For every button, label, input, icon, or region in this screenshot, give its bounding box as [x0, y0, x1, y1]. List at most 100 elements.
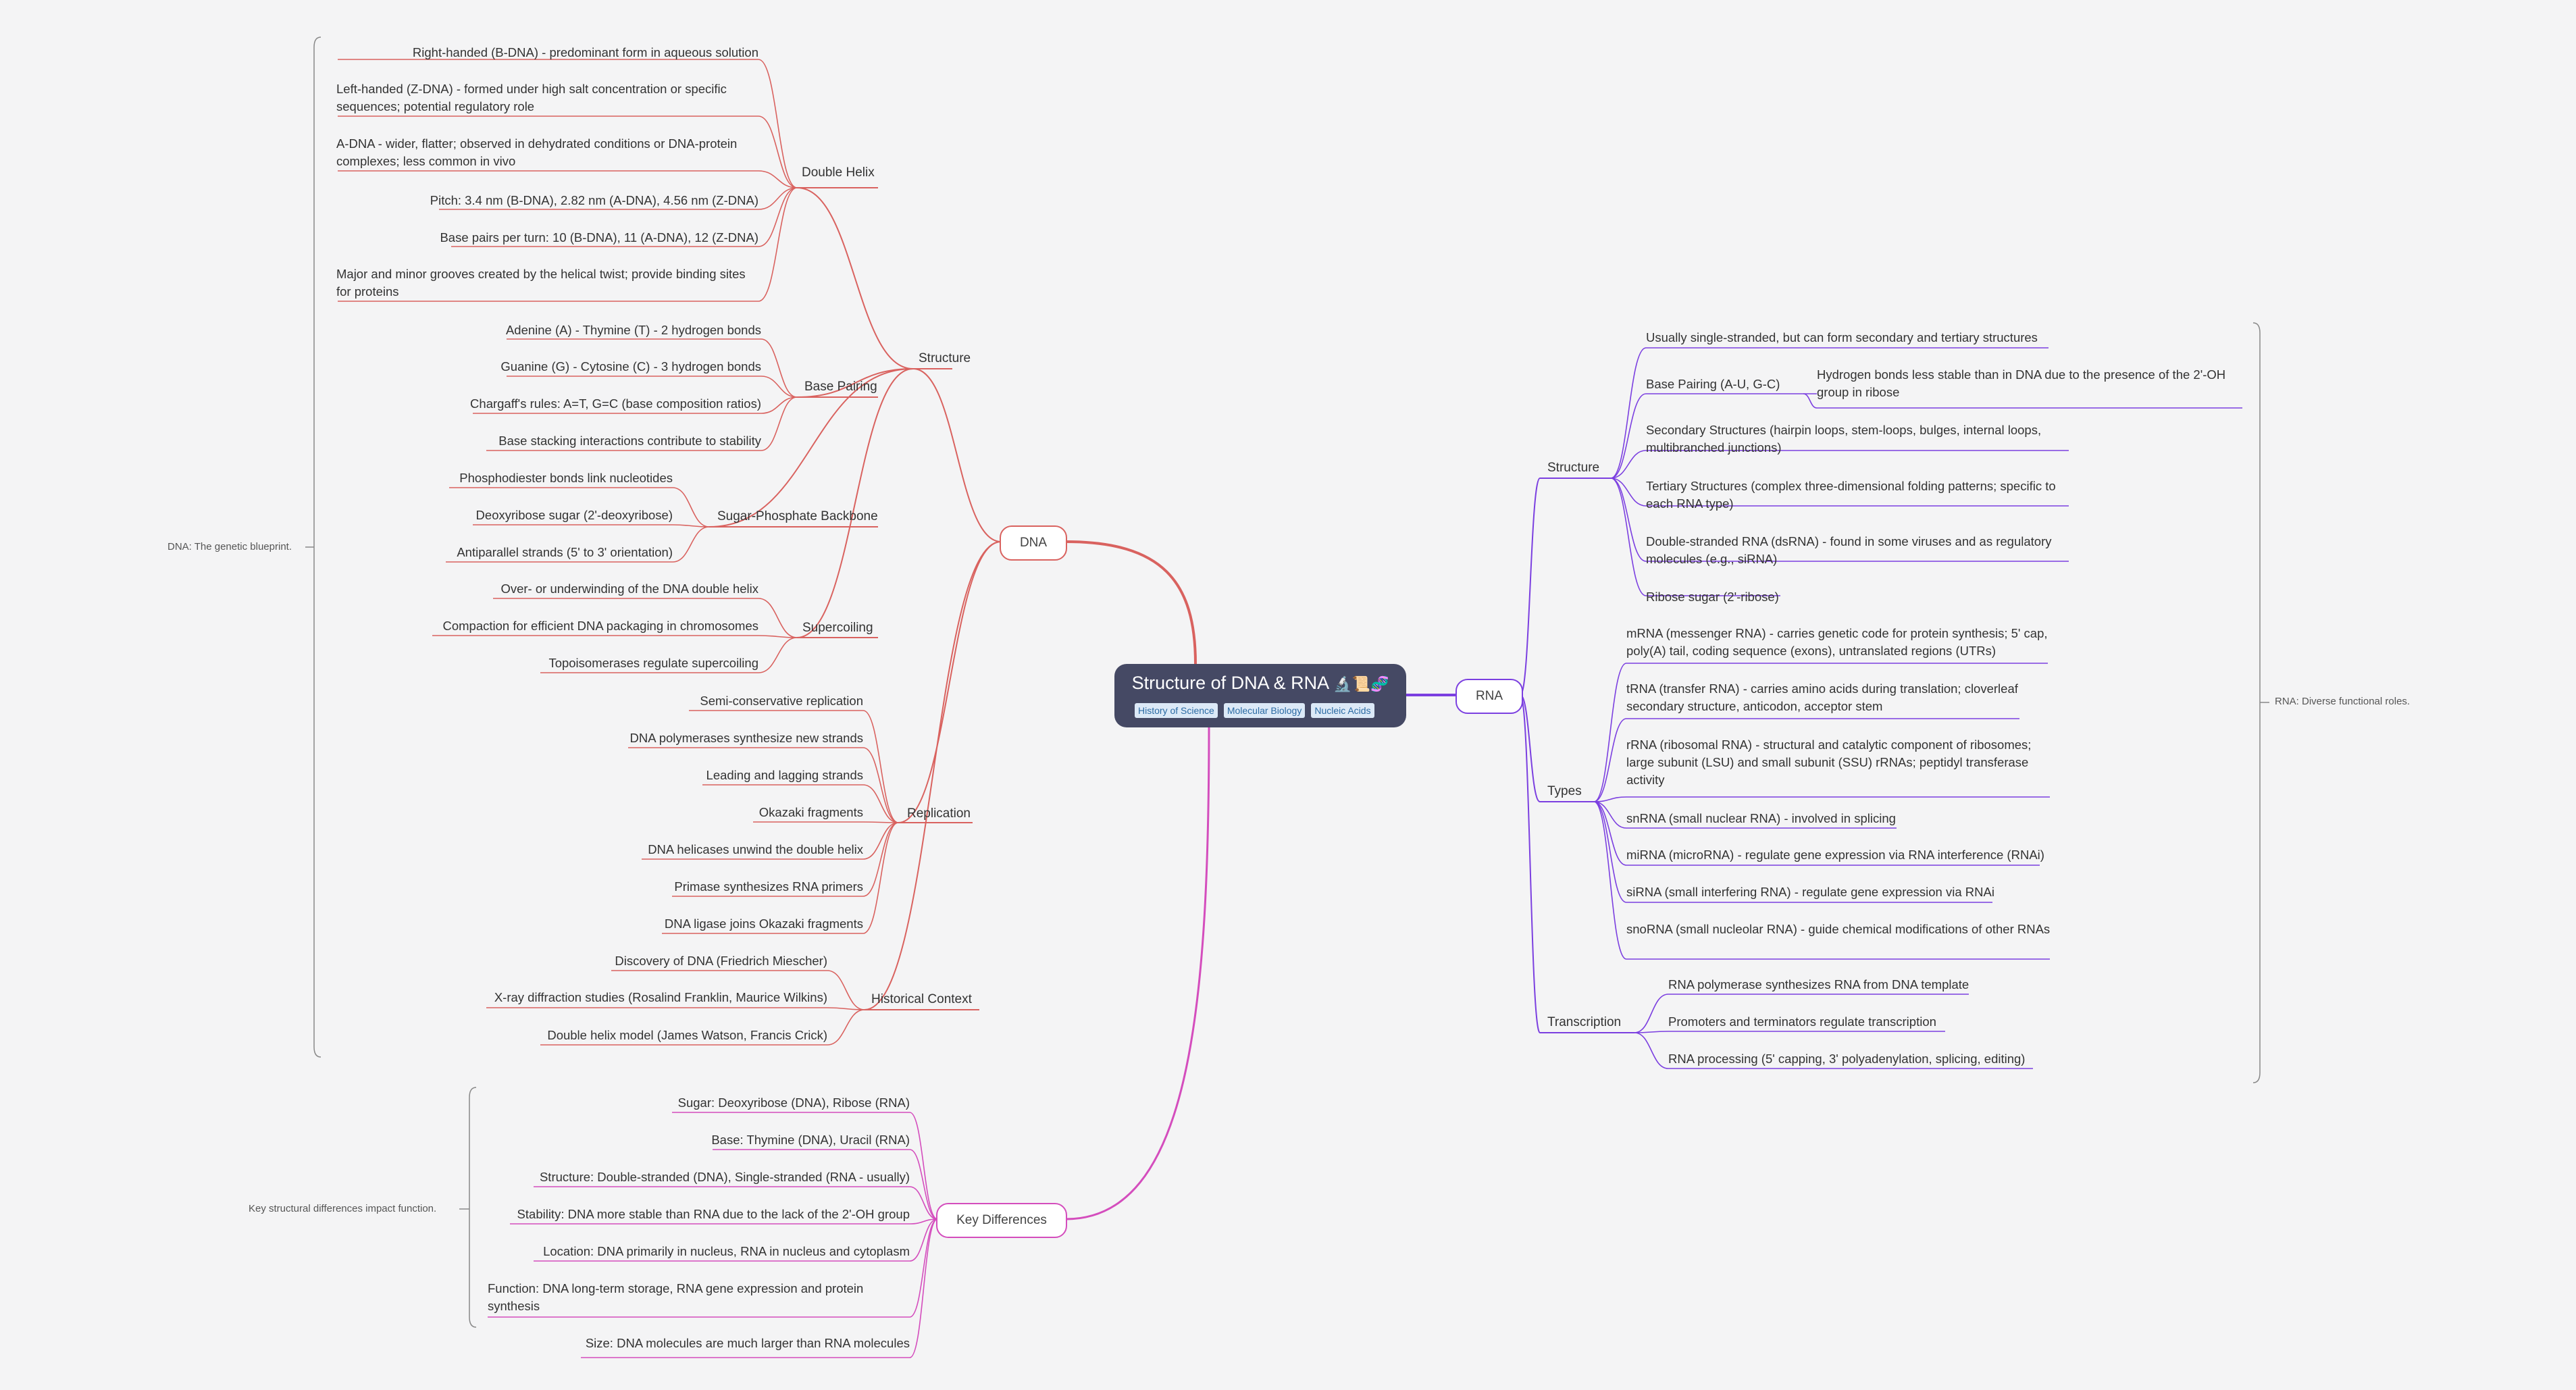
leaf-single-stranded[interactable]: Usually single-stranded, but can form se… — [1646, 330, 2038, 344]
leaf-base-pairs-per-turn[interactable]: Base pairs per turn: 10 (B-DNA), 11 (A-D… — [440, 230, 758, 244]
branch-rna-structure[interactable]: Structure — [1547, 461, 1600, 475]
connector-0 — [1065, 540, 1197, 665]
leaf-rna-hydrogen-bonds[interactable]: Hydrogen bonds less stable than in DNA d… — [1817, 367, 2226, 399]
branch-dna-structure[interactable]: Structure — [919, 351, 971, 365]
note-dna: DNA: The genetic blueprint. — [168, 541, 292, 552]
leaf-guanine-cytosine[interactable]: Guanine (G) - Cytosine (C) - 3 hydrogen … — [500, 359, 761, 374]
tag-molecular-biology[interactable]: Molecular Biology — [1223, 703, 1306, 718]
leaf-trna[interactable]: tRNA (transfer RNA) - carries amino acid… — [1626, 681, 2018, 713]
leaf-diff-structure[interactable]: Structure: Double-stranded (DNA), Single… — [539, 1170, 910, 1184]
leaf-chargaff[interactable]: Chargaff's rules: A=T, G=C (base composi… — [470, 396, 761, 411]
leaf-dna-polymerases[interactable]: DNA polymerases synthesize new strands — [629, 731, 863, 745]
leaf-diff-size[interactable]: Size: DNA molecules are much larger than… — [585, 1336, 910, 1350]
connector-49 — [862, 710, 899, 823]
leaf-antiparallel[interactable]: Antiparallel strands (5' to 3' orientati… — [457, 545, 673, 559]
connector-25 — [758, 187, 798, 247]
connector-85 — [1610, 478, 1647, 562]
connector-59 — [862, 822, 899, 897]
leaf-diff-sugar[interactable]: Sugar: Deoxyribose (DNA), Ribose (RNA) — [677, 1096, 910, 1110]
leaf-diff-stability[interactable]: Stability: DNA more stable than RNA due … — [517, 1207, 910, 1221]
leaf-secondary-structures[interactable]: Secondary Structures (hairpin loops, ste… — [1646, 423, 2042, 455]
note-rna: RNA: Diverse functional roles. — [2275, 696, 2411, 707]
connector-107 — [1634, 1031, 1669, 1033]
branch-supercoiling[interactable]: Supercoiling — [802, 621, 873, 635]
branch-replication[interactable]: Replication — [907, 806, 971, 821]
connector-113 — [909, 1112, 938, 1220]
connector-111 — [2252, 322, 2261, 1083]
topic-dna[interactable]: DNA — [1000, 525, 1067, 561]
branch-sugar-phosphate-backbone[interactable]: Sugar-Phosphate Backbone — [717, 509, 878, 523]
leaf-sirna[interactable]: siRNA (small interfering RNA) - regulate… — [1626, 885, 1994, 899]
connector-119 — [909, 1218, 938, 1225]
leaf-base-stacking[interactable]: Base stacking interactions contribute to… — [498, 434, 761, 448]
leaf-primase[interactable]: Primase synthesizes RNA primers — [674, 879, 863, 894]
leaf-ligase[interactable]: DNA ligase joins Okazaki fragments — [664, 917, 863, 931]
leaf-deoxyribose[interactable]: Deoxyribose sugar (2'-deoxyribose) — [475, 508, 673, 522]
central-title: Structure of DNA & RNA🔬📜🧬 — [1114, 671, 1406, 696]
topic-rna[interactable]: RNA — [1456, 679, 1523, 714]
leaf-b-dna[interactable]: Right-handed (B-DNA) - predominant form … — [412, 45, 758, 59]
leaf-ribose[interactable]: Ribose sugar (2'-ribose) — [1646, 590, 1779, 604]
tag-nucleic-acids[interactable]: Nucleic Acids — [1311, 703, 1374, 718]
connector-31 — [761, 376, 798, 398]
leaf-watson-crick[interactable]: Double helix model (James Watson, Franci… — [547, 1028, 827, 1042]
leaf-z-dna[interactable]: Left-handed (Z-DNA) - formed under high … — [336, 82, 727, 113]
connector-33 — [761, 396, 798, 414]
leaf-diff-function[interactable]: Function: DNA long-term storage, RNA gen… — [488, 1281, 864, 1313]
connector-65 — [827, 1007, 865, 1010]
branch-rna-transcription[interactable]: Transcription — [1547, 1015, 1622, 1029]
branch-rna-types[interactable]: Types — [1547, 784, 1582, 798]
leaf-miescher[interactable]: Discovery of DNA (Friedrich Miescher) — [615, 954, 827, 968]
leaf-promoters[interactable]: Promoters and terminators regulate trans… — [1668, 1014, 1936, 1029]
connector-43 — [758, 598, 798, 638]
leaf-dsrna[interactable]: Double-stranded RNA (dsRNA) - found in s… — [1646, 534, 2052, 566]
connector-27 — [758, 187, 798, 302]
tag-history-of-science[interactable]: History of Science — [1135, 703, 1218, 718]
leaf-rrna[interactable]: rRNA (ribosomal RNA) - structural and ca… — [1626, 738, 2032, 787]
leaf-snrna[interactable]: snRNA (small nuclear RNA) - involved in … — [1626, 811, 1896, 825]
central-title-text: Structure of DNA & RNA — [1131, 673, 1330, 693]
leaf-okazaki[interactable]: Okazaki fragments — [758, 805, 863, 819]
leaf-pitch[interactable]: Pitch: 3.4 nm (B-DNA), 2.82 nm (A-DNA), … — [430, 193, 758, 207]
leaf-leading-lagging[interactable]: Leading and lagging strands — [706, 768, 863, 782]
leaf-grooves[interactable]: Major and minor grooves created by the h… — [336, 267, 746, 299]
leaf-topoisomerases[interactable]: Topoisomerases regulate supercoiling — [548, 656, 758, 670]
leaf-mrna[interactable]: mRNA (messenger RNA) - carries genetic c… — [1626, 626, 2048, 658]
connector-9 — [796, 187, 914, 369]
leaf-rna-base-pairing[interactable]: Base Pairing (A-U, G-C) — [1646, 377, 1780, 391]
branch-historical-context[interactable]: Historical Context — [871, 992, 972, 1006]
connector-67 — [827, 1009, 865, 1046]
leaf-semi-conservative[interactable]: Semi-conservative replication — [700, 694, 863, 708]
leaf-tertiary-structures[interactable]: Tertiary Structures (complex three-dimen… — [1646, 479, 2056, 511]
central-topic[interactable]: Structure of DNA & RNA🔬📜🧬 History of Sci… — [1114, 664, 1406, 727]
leaf-diff-base[interactable]: Base: Thymine (DNA), Uracil (RNA) — [711, 1133, 910, 1147]
connector-79 — [1610, 393, 1647, 479]
leaf-compaction[interactable]: Compaction for efficient DNA packaging i… — [442, 619, 758, 633]
connector-89 — [1803, 393, 1818, 409]
leaf-xray[interactable]: X-ray diffraction studies (Rosalind Fran… — [494, 990, 827, 1004]
topic-key-differences[interactable]: Key Differences — [936, 1203, 1067, 1238]
connector-47 — [758, 637, 798, 673]
leaf-adenine-thymine[interactable]: Adenine (A) - Thymine (T) - 2 hydrogen b… — [505, 323, 761, 337]
leaf-snorna[interactable]: snoRNA (small nucleolar RNA) - guide che… — [1626, 922, 2051, 936]
leaf-over-underwinding[interactable]: Over- or underwinding of the DNA double … — [500, 582, 758, 596]
connector-127 — [469, 1087, 477, 1328]
leaf-rna-polymerase[interactable]: RNA polymerase synthesizes RNA from DNA … — [1668, 977, 1969, 992]
connector-3 — [912, 368, 1002, 542]
connector-121 — [909, 1218, 938, 1262]
leaf-a-dna[interactable]: A-DNA - wider, flatter; observed in dehy… — [336, 136, 738, 168]
connector-41 — [672, 526, 710, 563]
leaf-helicases[interactable]: DNA helicases unwind the double helix — [648, 842, 863, 856]
leaf-mirna[interactable]: miRNA (microRNA) - regulate gene express… — [1626, 848, 2044, 862]
leaf-diff-location[interactable]: Location: DNA primarily in nucleus, RNA … — [543, 1244, 910, 1258]
connector-19 — [758, 115, 798, 188]
connector-39 — [672, 524, 710, 527]
branch-double-helix[interactable]: Double Helix — [802, 165, 875, 180]
connector-13 — [709, 368, 914, 527]
topic-dna-label: DNA — [1019, 536, 1048, 550]
leaf-rna-processing[interactable]: RNA processing (5' capping, 3' polyadeny… — [1668, 1052, 2026, 1066]
branch-base-pairing[interactable]: Base Pairing — [804, 380, 877, 394]
leaf-phosphodiester[interactable]: Phosphodiester bonds link nucleotides — [459, 471, 673, 485]
connector-11 — [796, 368, 914, 398]
connector-73 — [1520, 694, 1541, 1033]
